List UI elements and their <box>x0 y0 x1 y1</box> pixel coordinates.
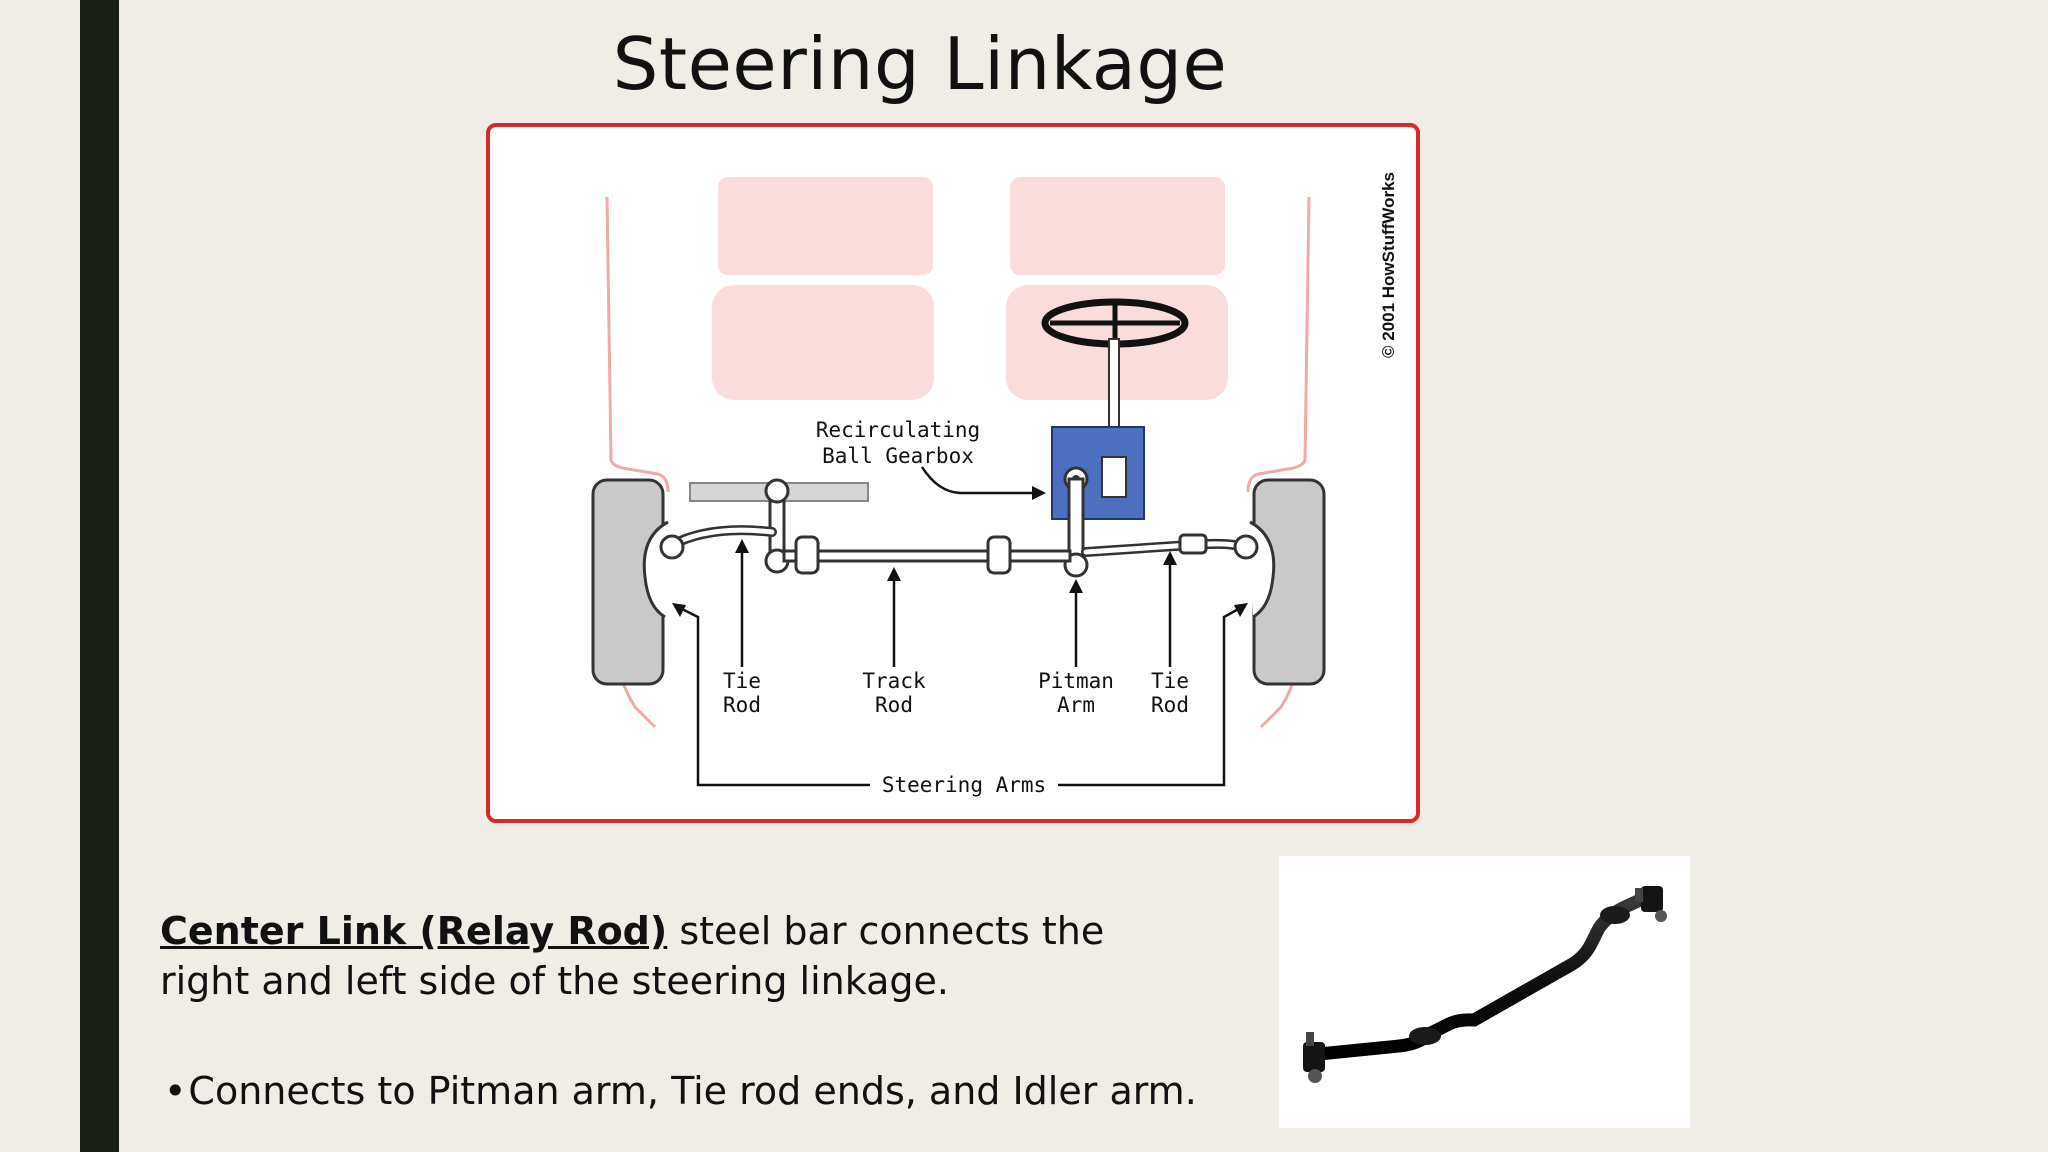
track-rod-arrowhead <box>887 567 901 581</box>
seat-left-cushion <box>712 285 934 400</box>
center-link-sleeve-right <box>986 535 1012 575</box>
track-rod-label-2: Rod <box>875 693 913 717</box>
center-link <box>782 549 1072 563</box>
tie-rod-left-arrowhead <box>735 539 749 553</box>
tie-rod-left-label-1: Tie <box>723 669 761 693</box>
pitman-arm-label-1: Pitman <box>1038 669 1114 693</box>
center-link-boss-left <box>1409 1027 1441 1045</box>
seat-right-back <box>1010 177 1225 275</box>
bullet-item: •Connects to Pitman arm, Tie rod ends, a… <box>164 1066 1264 1116</box>
center-link-description: Center Link (Relay Rod) steel bar connec… <box>160 906 1200 1006</box>
steering-wheel-icon <box>1041 298 1189 348</box>
tie-rod-right-end <box>1233 534 1259 560</box>
track-rod-label-1: Track <box>862 669 926 693</box>
tie-rod-left-label-2: Rod <box>723 693 761 717</box>
bullet-text: Connects to Pitman arm, Tie rod ends, an… <box>188 1069 1197 1113</box>
label-arrows <box>672 466 1248 787</box>
pitman-arm-arrowhead <box>1069 579 1083 593</box>
center-link-term: Center Link (Relay Rod) <box>160 909 668 953</box>
center-link-sleeve-left <box>794 535 820 575</box>
center-link-end-right <box>1635 886 1667 922</box>
gearbox-label-line2: Ball Gearbox <box>822 444 974 468</box>
gearbox-mechanism <box>1101 456 1127 498</box>
steering-arms-bracket-right <box>1058 605 1243 787</box>
center-link-definition: steel bar connects the right and left si… <box>160 909 1105 1003</box>
seat-left-back <box>718 177 933 275</box>
accent-bar <box>80 0 119 1152</box>
center-link-end-left <box>1303 1032 1325 1083</box>
tie-rod-right-sleeve <box>1178 533 1208 555</box>
steering-arms-label: Steering Arms <box>882 773 1046 797</box>
steering-linkage-diagram: Recirculating Ball Gearbox Tie Rod Track… <box>486 123 1420 823</box>
tie-rod-right-arrowhead <box>1163 551 1177 565</box>
pitman-arm <box>1067 477 1085 563</box>
idler-pivot-top <box>764 478 790 504</box>
tie-rod-right-label-1: Tie <box>1151 669 1189 693</box>
tie-rod-right-label-2: Rod <box>1151 693 1189 717</box>
car-body-right-outline <box>1246 196 1311 493</box>
slide-title: Steering Linkage <box>612 22 1228 106</box>
pitman-arm-label-2: Arm <box>1057 693 1095 717</box>
gearbox-label-line1: Recirculating <box>816 418 980 442</box>
center-link-photo-svg <box>1303 886 1667 1083</box>
tie-rod-left-end <box>659 534 685 560</box>
steering-arms-left-arrowhead <box>672 603 686 617</box>
gearbox-arrow <box>920 466 1040 495</box>
bullet-mark: • <box>164 1069 187 1113</box>
center-link-rod-shape <box>1312 889 1656 1061</box>
steering-arms-bracket-left <box>677 605 870 787</box>
steering-arms-right-arrowhead <box>1234 603 1248 617</box>
center-link-boss-right <box>1600 906 1630 924</box>
car-body-left-outline <box>605 196 670 493</box>
gearbox-arrowhead <box>1032 486 1046 500</box>
diagram-svg: Recirculating Ball Gearbox Tie Rod Track… <box>591 172 1398 797</box>
copyright-text: © 2001 HowStuffWorks <box>1379 172 1398 358</box>
center-link-photo <box>1279 856 1690 1128</box>
